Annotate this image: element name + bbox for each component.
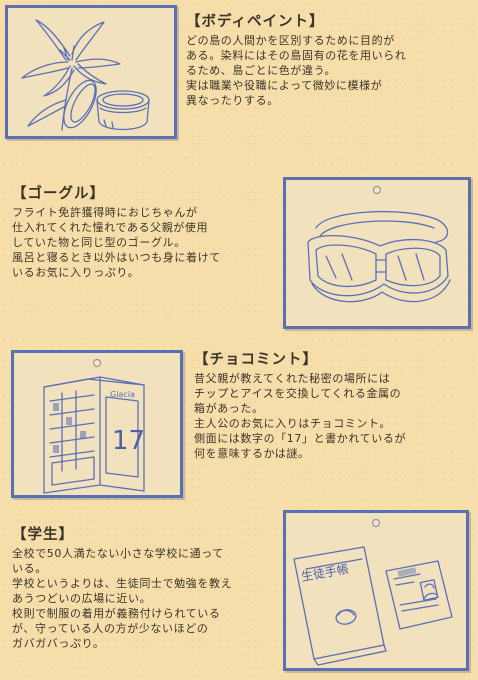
- student-line: が、守っている人の方が少ないほどの: [12, 622, 209, 635]
- goggles-section: 【ゴーグル】 フライト免許獲得時におじちゃんが 仕入れてくれた憧れである父親が使…: [12, 182, 221, 280]
- choco-mint-line: チップとアイスを交換してくれる金属の: [194, 387, 402, 400]
- goggles-title: 【ゴーグル】: [12, 186, 105, 202]
- body-paint-title: 【ボディペイント】: [186, 14, 325, 30]
- student-handbook-sketch-frame: 生徒手帳: [283, 510, 469, 671]
- choco-mint-line: 昔父親が教えてくれた秘密の場所には: [194, 372, 391, 385]
- body-paint-line: るため、島ごとに色が違う。: [186, 64, 337, 77]
- choco-mint-title: 【チョコミント】: [194, 352, 318, 368]
- goggles-line: いるお気に入りっぷり。: [12, 266, 140, 279]
- goggles-line: していた物と同じ型のゴーグル。: [12, 236, 186, 249]
- body-paint-line: 実は職業や役職によって微妙に模様が: [186, 79, 383, 92]
- lily-flower-and-paint-jar-sketch-icon: [21, 19, 150, 131]
- student-handbook-and-id-card-sketch-icon: 生徒手帳: [293, 546, 453, 666]
- pin-icon: [373, 186, 381, 194]
- handbook-title-label: 生徒手帳: [300, 562, 350, 584]
- goggles-line: 仕入れてくれた憧れである父親が使用: [12, 221, 209, 234]
- body-paint-line: 異なったりする。: [186, 94, 279, 107]
- student-line: 校則で制服の着用が義務付けられている: [12, 607, 221, 620]
- student-line: ガバガバっぷり。: [12, 637, 105, 650]
- vending-number-label: 17: [112, 426, 145, 456]
- goggles-line: 風呂と寝るとき以外はいつも身に着けて: [12, 251, 221, 264]
- body-paint-section: 【ボディペイント】 どの島の人間かを区別するために目的が ある。染料にはその島固…: [186, 10, 406, 108]
- vending-brand-label: Glacia: [110, 390, 135, 399]
- choco-mint-line: 何を意味するかは謎。: [194, 447, 310, 460]
- student-line: いる。: [12, 562, 47, 575]
- choco-mint-line: 主人公のお気に入りはチョコミント。: [194, 417, 391, 430]
- student-section: 【学生】 全校で50人満たない小さな学校に通って いる。 学校というよりは、生徒…: [12, 523, 232, 651]
- choco-mint-section: 【チョコミント】 昔父親が教えてくれた秘密の場所には チップとアイスを交換してく…: [194, 348, 406, 461]
- pin-icon: [372, 519, 380, 527]
- choco-mint-line: 側面には数字の「17」と書かれているが: [194, 432, 407, 445]
- student-title: 【学生】: [12, 527, 74, 543]
- student-line: あうつどいの広場に近い。: [12, 592, 152, 605]
- goggles-line: フライト免許獲得時におじちゃんが: [12, 206, 198, 219]
- vending-machine-sketch-icon: Glacia 17: [43, 376, 145, 494]
- lily-sketch-frame: [5, 5, 177, 139]
- body-paint-line: ある。染料にはその島固有の花を用いられ: [186, 49, 407, 62]
- goggles-sketch-frame: [283, 177, 471, 329]
- goggles-sketch-icon: [307, 210, 451, 303]
- student-line: 学校というよりは、生徒同士で勉強を教え: [12, 577, 233, 590]
- student-line: 全校で50人満たない小さな学校に通って: [12, 547, 224, 560]
- pin-icon: [93, 359, 101, 367]
- choco-mint-line: 箱があった。: [194, 402, 264, 415]
- body-paint-line: どの島の人間かを区別するために目的が: [186, 34, 395, 47]
- vending-machine-sketch-frame: Glacia 17: [11, 350, 183, 498]
